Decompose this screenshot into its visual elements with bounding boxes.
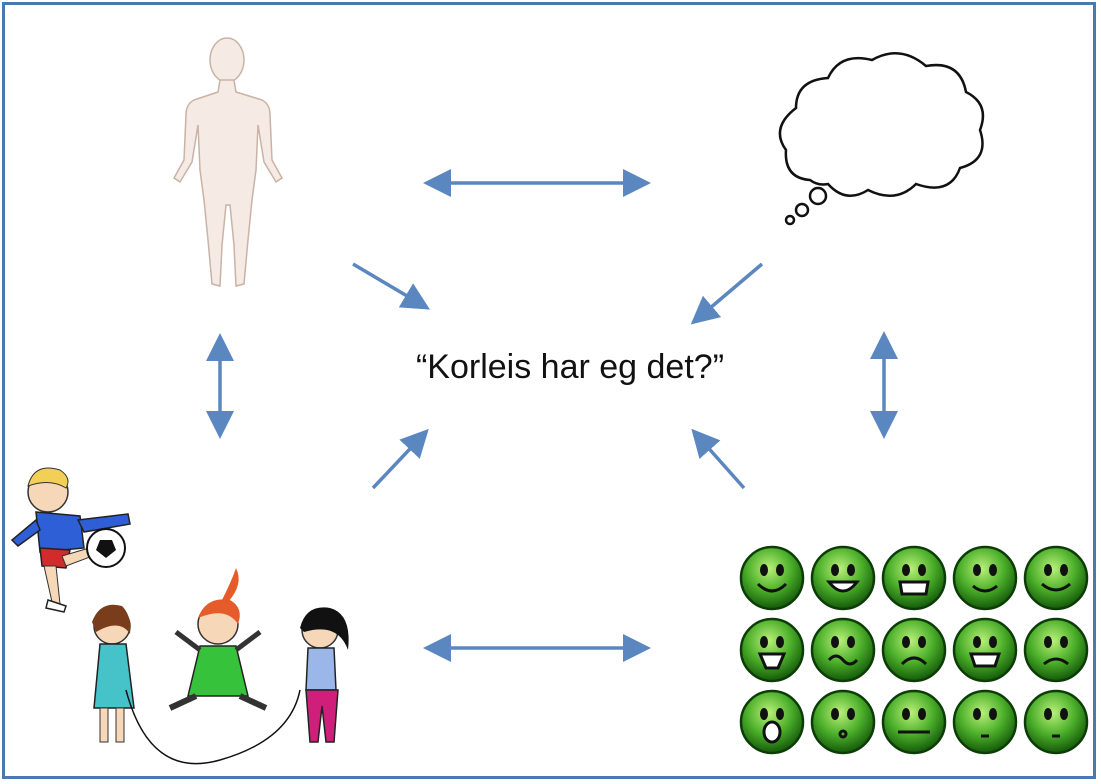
thought-cloud-icon — [778, 52, 985, 226]
smiley-face-icon — [739, 617, 805, 683]
playing-children-icon — [10, 467, 349, 765]
smiley-face-icon — [1023, 617, 1089, 683]
smiley-face-icon — [810, 545, 876, 611]
human-body-icon — [173, 37, 283, 287]
emotion-smileys-grid-icon — [739, 545, 1089, 755]
smiley-face-icon — [952, 689, 1018, 755]
arrow-thought-center — [690, 262, 764, 325]
smiley-face-icon — [810, 617, 876, 683]
arrow-activity-center — [371, 428, 429, 490]
smiley-face-icon — [881, 689, 947, 755]
smiley-face-icon — [881, 617, 947, 683]
smiley-face-icon — [810, 689, 876, 755]
center-question-text: “Korleis har eg det?” — [415, 348, 725, 386]
arrow-emotion-center — [691, 428, 746, 490]
smiley-face-icon — [1023, 689, 1089, 755]
smiley-face-icon — [1023, 545, 1089, 611]
smiley-face-icon — [952, 545, 1018, 611]
smiley-face-icon — [739, 689, 805, 755]
soccer-boy-icon — [10, 467, 131, 613]
smiley-face-icon — [739, 545, 805, 611]
smiley-face-icon — [952, 617, 1018, 683]
jump-rope-girls-icon — [92, 568, 349, 765]
arrow-body-center — [352, 262, 431, 310]
smiley-face-icon — [881, 545, 947, 611]
arrows-group — [206, 169, 898, 662]
